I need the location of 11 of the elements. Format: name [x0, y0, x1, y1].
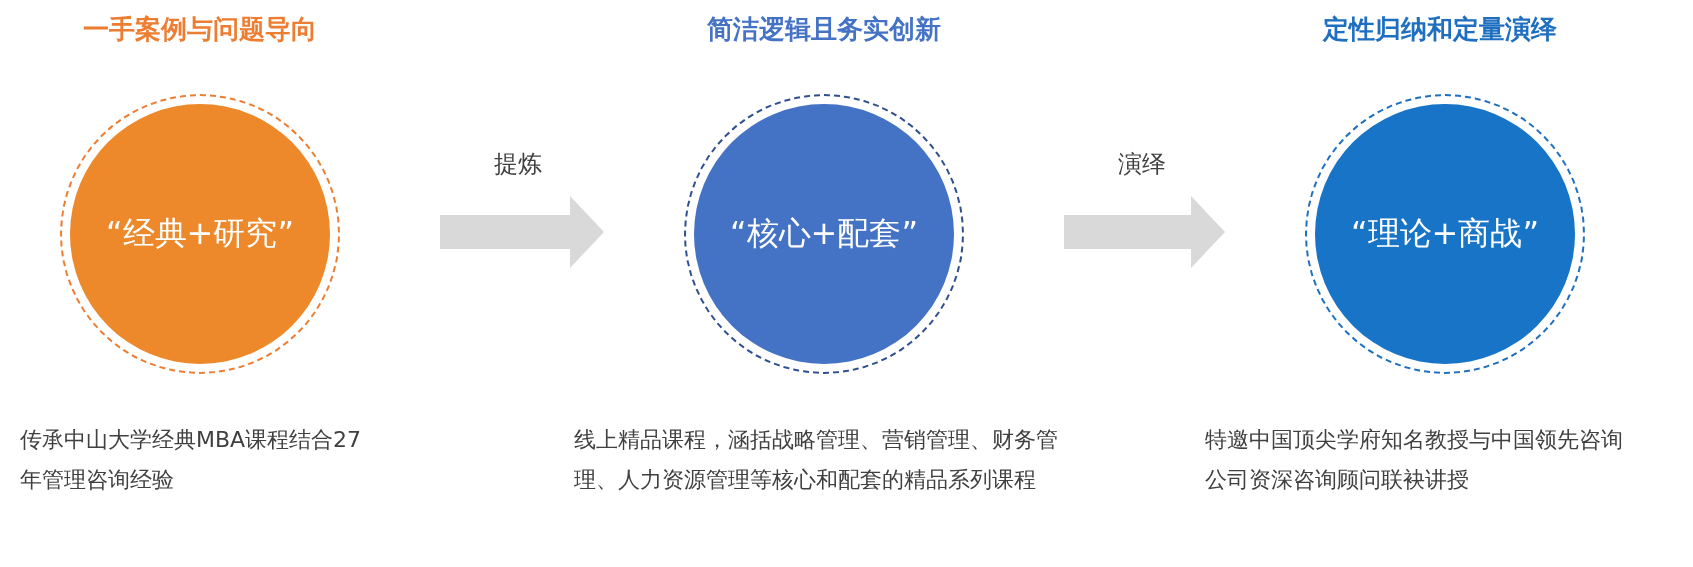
heading: 定性归纳和定量演绎 — [1321, 13, 1558, 46]
description-text: 传承中山大学经典MBA课程结合27年管理咨询经验 — [20, 426, 363, 494]
description-text: 线上精品课程，涵括战略管理、营销管理、财务管理、人力资源管理等核心和配套的精品系列课程 — [574, 426, 1059, 494]
circle-label: “核心+配套” — [730, 213, 918, 254]
block-arrow — [440, 196, 604, 268]
description-text: 特邀中国顶尖学府知名教授与中国领先咨询公司资深咨询顾问联袂讲授 — [1205, 426, 1624, 494]
circle-label: “经典+研究” — [106, 213, 294, 254]
heading: 一手案例与问题导向 — [82, 13, 318, 46]
heading: 简洁逻辑且务实创新 — [706, 13, 942, 46]
block-arrow — [1064, 196, 1225, 268]
circle-label: “理论+商战” — [1351, 213, 1539, 254]
